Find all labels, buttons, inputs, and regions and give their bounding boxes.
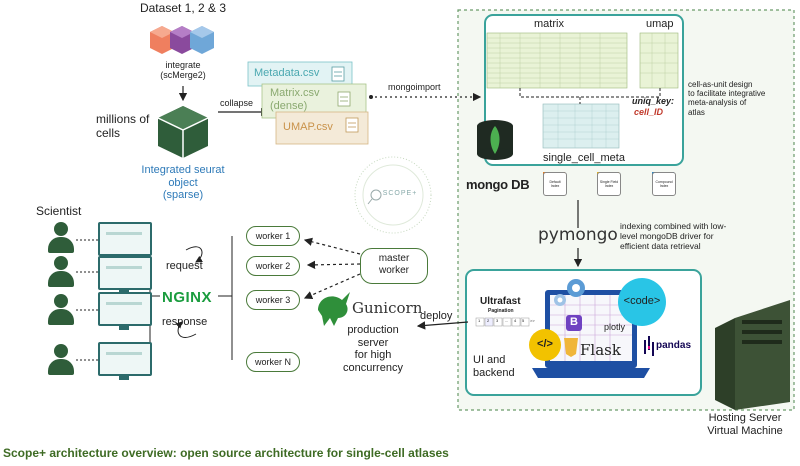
csv-icon (331, 66, 345, 82)
monitor-4 (98, 342, 152, 380)
nginx-label: NGINX (162, 289, 213, 306)
gunicorn-label: Gunicorn (352, 299, 423, 317)
js-bubble (529, 329, 561, 361)
page-3: 3 (496, 318, 499, 323)
pagination-label: Pagination (488, 308, 514, 314)
master-worker-box: master worker (360, 248, 428, 284)
metadata-csv-label: Metadata.csv (254, 67, 320, 79)
mongodb-label: mongo DB (466, 177, 530, 192)
default-index-icon: Default Index (543, 172, 567, 196)
worker-1-box: worker 1 (246, 226, 300, 246)
pandas-icon (644, 336, 654, 356)
code-bubble (618, 278, 666, 326)
umap-table (639, 32, 679, 89)
scientist-1-avatar (48, 222, 74, 254)
js-label: </> (537, 338, 553, 350)
scientist-label: Scientist (36, 204, 82, 218)
umap-label: umap (646, 18, 674, 30)
matrix-csv-label: Matrix.csv (dense) (270, 87, 320, 112)
umap-csv-label: UMAP.csv (283, 121, 333, 133)
seurat-object-label: Integrated seurat object (sparse) (141, 164, 225, 202)
worker-2-box: worker 2 (246, 256, 300, 276)
plotly-label: plotly (604, 322, 626, 332)
request-label: request (166, 260, 203, 272)
scientist-2-avatar (48, 256, 74, 288)
page-1: 1 (478, 318, 481, 323)
page-4: 4 (514, 318, 517, 323)
gear-icon (554, 279, 585, 306)
hosting-server-label: Hosting Server Virtual Machine (707, 412, 783, 437)
compound-index-icon: Compound Index (652, 172, 676, 196)
scope-logo-circle (354, 156, 432, 234)
seurat-object-icon (157, 106, 209, 158)
pymongo-label: pymongo (538, 225, 618, 245)
response-label: response (162, 316, 208, 328)
figure-caption: Scope+ architecture overview: open sourc… (3, 446, 449, 460)
single-cell-meta-label: single_cell_meta (543, 152, 625, 164)
ui-backend-label: UI and backend (473, 354, 515, 379)
mongodb-icon (477, 120, 513, 160)
cell-id-label: cell_ID (634, 107, 664, 117)
integrate-label: integrate (scMerge2) (160, 60, 206, 81)
dataset-cubes-icon (150, 26, 214, 54)
monitor-2 (98, 256, 152, 294)
worker-n-box: worker N (246, 352, 300, 372)
code-label: <code> (623, 295, 661, 307)
monitor-3 (98, 292, 152, 330)
page-ellipsis: ... (505, 318, 509, 323)
ultrafast-label: Ultrafast (480, 296, 521, 307)
single-cell-meta-table (542, 103, 620, 149)
worker-3-box: worker 3 (246, 290, 300, 310)
scientist-4-avatar (48, 344, 74, 376)
pandas-label: pandas (656, 340, 692, 351)
flask-label: Flask (580, 341, 621, 359)
matrix-label: matrix (534, 18, 564, 30)
cell-unit-note: cell-as-unit design to facilitate integr… (688, 80, 766, 117)
page-5: 5 (522, 318, 525, 323)
gunicorn-unicorn-icon (318, 292, 350, 326)
uniq-key-label: uniq_key: (632, 96, 675, 106)
bootstrap-label: B (570, 316, 578, 328)
collapse-label: collapse (220, 98, 254, 108)
production-server-label: production server for high concurrency (343, 324, 403, 374)
matrix-table (486, 32, 628, 89)
pagination-control (475, 317, 530, 327)
page-next: >> (530, 318, 535, 323)
mongoimport-label: mongoimport (388, 82, 441, 92)
pymongo-note: indexing combined with low- level mongoD… (620, 221, 727, 251)
dataset-label: Dataset 1, 2 & 3 (139, 1, 227, 15)
page-2: 2 (487, 318, 490, 323)
scope-logo-icon (367, 189, 382, 205)
scientist-3-avatar (48, 294, 74, 326)
bootstrap-logo (566, 315, 582, 331)
scope-logo: SCOPE+ (382, 190, 418, 197)
server-icon (715, 300, 790, 410)
single-field-index-icon: Single Field Index (597, 172, 621, 196)
deploy-label: deploy (420, 310, 453, 322)
monitor-1 (98, 222, 152, 260)
millions-of-cells-label: millions of cells (96, 112, 150, 140)
